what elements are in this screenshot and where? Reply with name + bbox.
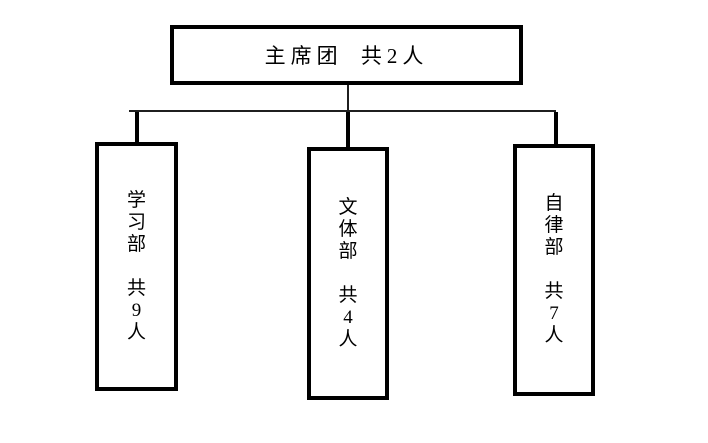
node-discipline-char: 自 (544, 193, 564, 214)
connector-stub-discipline (554, 112, 558, 145)
node-discipline-char: 7 (549, 303, 559, 324)
node-culture-char: 部 (338, 240, 358, 262)
node-culture-char: 体 (338, 218, 358, 240)
node-culture-char: 共 (338, 284, 358, 306)
connector-horizontal-rail (129, 110, 556, 112)
node-discipline-char: 律 (544, 215, 564, 236)
node-self-discipline-department: 自 律 部 共 7 人 (513, 144, 595, 396)
node-study-char: 习 (126, 211, 146, 233)
node-culture-char: 4 (343, 306, 353, 328)
node-culture-sports-department: 文 体 部 共 4 人 (307, 147, 389, 400)
node-culture-char: 文 (338, 196, 358, 218)
node-discipline-char: 共 (544, 281, 564, 302)
node-study-char: 共 (126, 277, 146, 299)
connector-stub-culture (346, 112, 350, 148)
node-presidium: 主席团 共2人 (170, 25, 523, 85)
connector-stub-study (135, 112, 139, 143)
node-discipline-char: 人 (544, 325, 564, 346)
node-study-char: 学 (126, 189, 146, 211)
node-study-department: 学 习 部 共 9 人 (95, 142, 178, 391)
node-culture-char: 人 (338, 328, 358, 350)
node-discipline-char: 部 (544, 237, 564, 258)
node-study-char: 9 (131, 299, 142, 321)
node-presidium-label: 主席团 共2人 (264, 44, 429, 68)
node-study-char: 部 (126, 233, 146, 255)
connector-root-vertical (347, 85, 349, 111)
node-study-char: 人 (126, 321, 146, 343)
